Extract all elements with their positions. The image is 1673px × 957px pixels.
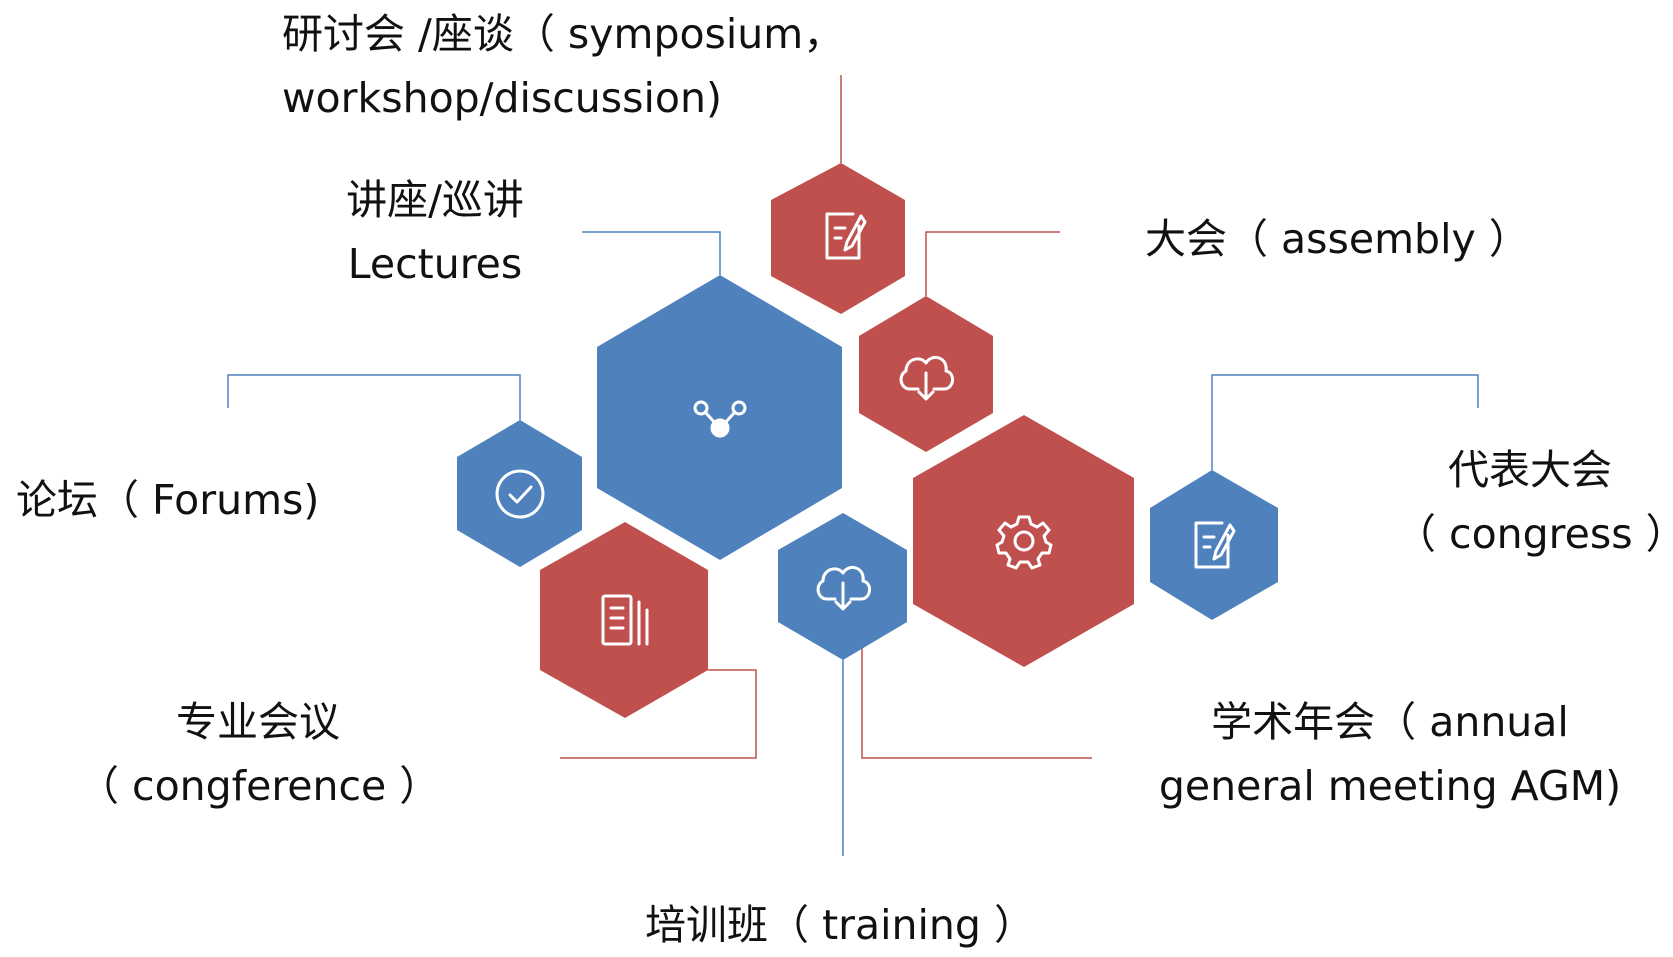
label-conference-line2: （ congference ）: [78, 762, 441, 810]
label-assembly: 大会（ assembly ）: [1145, 207, 1530, 271]
label-forums: 论坛（ Forums): [16, 468, 319, 532]
label-agm-line2: general meeting AGM): [1158, 762, 1622, 810]
label-symposium: 研讨会 /座谈（ symposium， workshop/discussion): [282, 2, 844, 130]
label-agm: 学术年会（ annual general meeting AGM): [1110, 690, 1670, 818]
document-list-icon: [601, 594, 649, 646]
label-lectures-line2: Lectures: [347, 240, 523, 288]
hex-conference-red: [540, 522, 708, 718]
label-forums-line1: 论坛（ Forums): [16, 476, 320, 524]
connector-congress: [1211, 374, 1479, 470]
label-training-line1: 培训班（ training ）: [645, 901, 1035, 949]
edit-document-icon: [1194, 521, 1236, 569]
label-lectures-line1: 讲座/巡讲: [346, 176, 524, 224]
edit-document-icon: [825, 212, 867, 260]
hex-congress-blue: [1150, 470, 1278, 620]
label-congress-line2: （ congress ）: [1395, 510, 1673, 558]
share-nodes-icon: [693, 400, 747, 438]
cloud-download-icon: [899, 355, 954, 401]
label-congress: 代表大会 （ congress ）: [1395, 438, 1673, 566]
cloud-download-icon: [816, 565, 871, 611]
connector-agm: [861, 640, 1092, 759]
hex-forums-blue: [457, 420, 582, 567]
label-agm-line1: 学术年会（ annual: [1211, 698, 1569, 746]
connector-forums: [227, 374, 521, 420]
label-conference: 专业会议 （ congference ）: [78, 690, 441, 818]
label-assembly-line1: 大会（ assembly ）: [1145, 215, 1530, 263]
check-circle-icon: [495, 469, 545, 519]
label-training: 培训班（ training ）: [600, 893, 1080, 957]
label-congress-line1: 代表大会: [1448, 446, 1612, 494]
hex-agm-red: [913, 415, 1134, 667]
label-lectures: 讲座/巡讲 Lectures: [315, 168, 555, 296]
hex-lectures-blue: [597, 275, 842, 560]
label-symposium-line1: 研讨会 /座谈（ symposium，: [282, 10, 845, 58]
connector-assembly: [925, 231, 1060, 296]
connector-lectures: [582, 231, 721, 275]
connector-conference: [560, 669, 757, 759]
gear-icon: [995, 515, 1053, 570]
label-symposium-line2: workshop/discussion): [282, 74, 722, 122]
label-conference-line1: 专业会议: [176, 698, 340, 746]
